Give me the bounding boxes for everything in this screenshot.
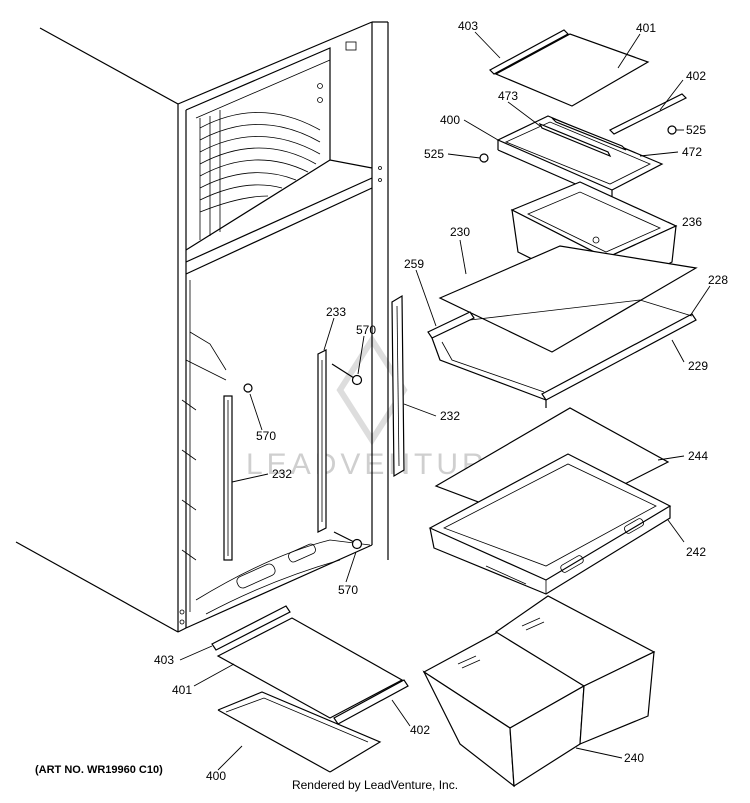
screw-570-top: [331, 363, 363, 386]
screw-525-right: [667, 125, 677, 135]
top-shelf-trim-402: [608, 93, 688, 135]
bottom-shelf-trim-402: [333, 679, 409, 725]
screw-525-left: [479, 153, 489, 163]
callout-473: 473: [498, 89, 518, 103]
callout-403-bottom: 403: [154, 653, 174, 667]
callout-232-right: 232: [440, 409, 460, 423]
art-number: (ART NO. WR19960 C10): [35, 764, 163, 776]
callout-472: 472: [682, 145, 702, 159]
middle-shelf-frame-229: [431, 299, 693, 408]
watermark: LEADVENTURE: [246, 334, 508, 481]
callout-242: 242: [686, 545, 706, 559]
screw-570-left: [243, 383, 253, 393]
leader-lines: [179, 31, 711, 771]
callout-570-top: 570: [356, 323, 376, 337]
bottom-shelf-glass-401: [216, 617, 404, 719]
slide-rail-473: [538, 122, 612, 158]
callout-228: 228: [708, 273, 728, 287]
callout-401-top: 401: [636, 21, 656, 35]
screw-570-bottom: [333, 531, 363, 550]
callout-570-left: 570: [256, 429, 276, 443]
middle-shelf-trim-228: [541, 313, 697, 401]
callout-labels: 403 401 402 473 400 525 525 472 236 230 …: [154, 19, 728, 783]
shelf-rail-232-right: [391, 294, 405, 478]
top-shelf-trim-403: [489, 29, 569, 75]
callout-570-bottom: 570: [338, 583, 358, 597]
callout-401-bottom: 401: [172, 683, 192, 697]
callout-244: 244: [688, 449, 708, 463]
callout-402-top: 402: [686, 69, 706, 83]
callout-525-right: 525: [686, 123, 706, 137]
crisper-frame-242: [428, 453, 672, 595]
callout-233: 233: [326, 305, 346, 319]
shelf-rail-233: [317, 349, 327, 533]
callout-240: 240: [624, 751, 644, 765]
middle-shelf-trim-259: [427, 311, 475, 339]
top-shelf-glass-401: [494, 33, 650, 107]
callout-400-bottom: 400: [206, 769, 226, 783]
refrigerator-cabinet: [15, 21, 389, 633]
bottom-shelf-frame-400: [217, 691, 382, 773]
middle-shelf-glass-230: [438, 245, 698, 353]
callout-400-top: 400: [440, 113, 460, 127]
bottom-shelf-trim-403: [211, 605, 291, 651]
crisper-drawer-240-right: [494, 595, 656, 745]
callout-229: 229: [688, 359, 708, 373]
callout-236: 236: [682, 215, 702, 229]
crisper-drawer-240-left: [422, 631, 586, 788]
callout-259: 259: [404, 257, 424, 271]
callout-525-left: 525: [424, 147, 444, 161]
render-credit: Rendered by LeadVenture, Inc.: [291, 778, 459, 792]
callout-230: 230: [450, 225, 470, 239]
callout-232-left: 232: [272, 467, 292, 481]
slide-rail-472: [551, 117, 627, 151]
callout-402-bottom: 402: [410, 723, 430, 737]
callout-403-top: 403: [458, 19, 478, 33]
